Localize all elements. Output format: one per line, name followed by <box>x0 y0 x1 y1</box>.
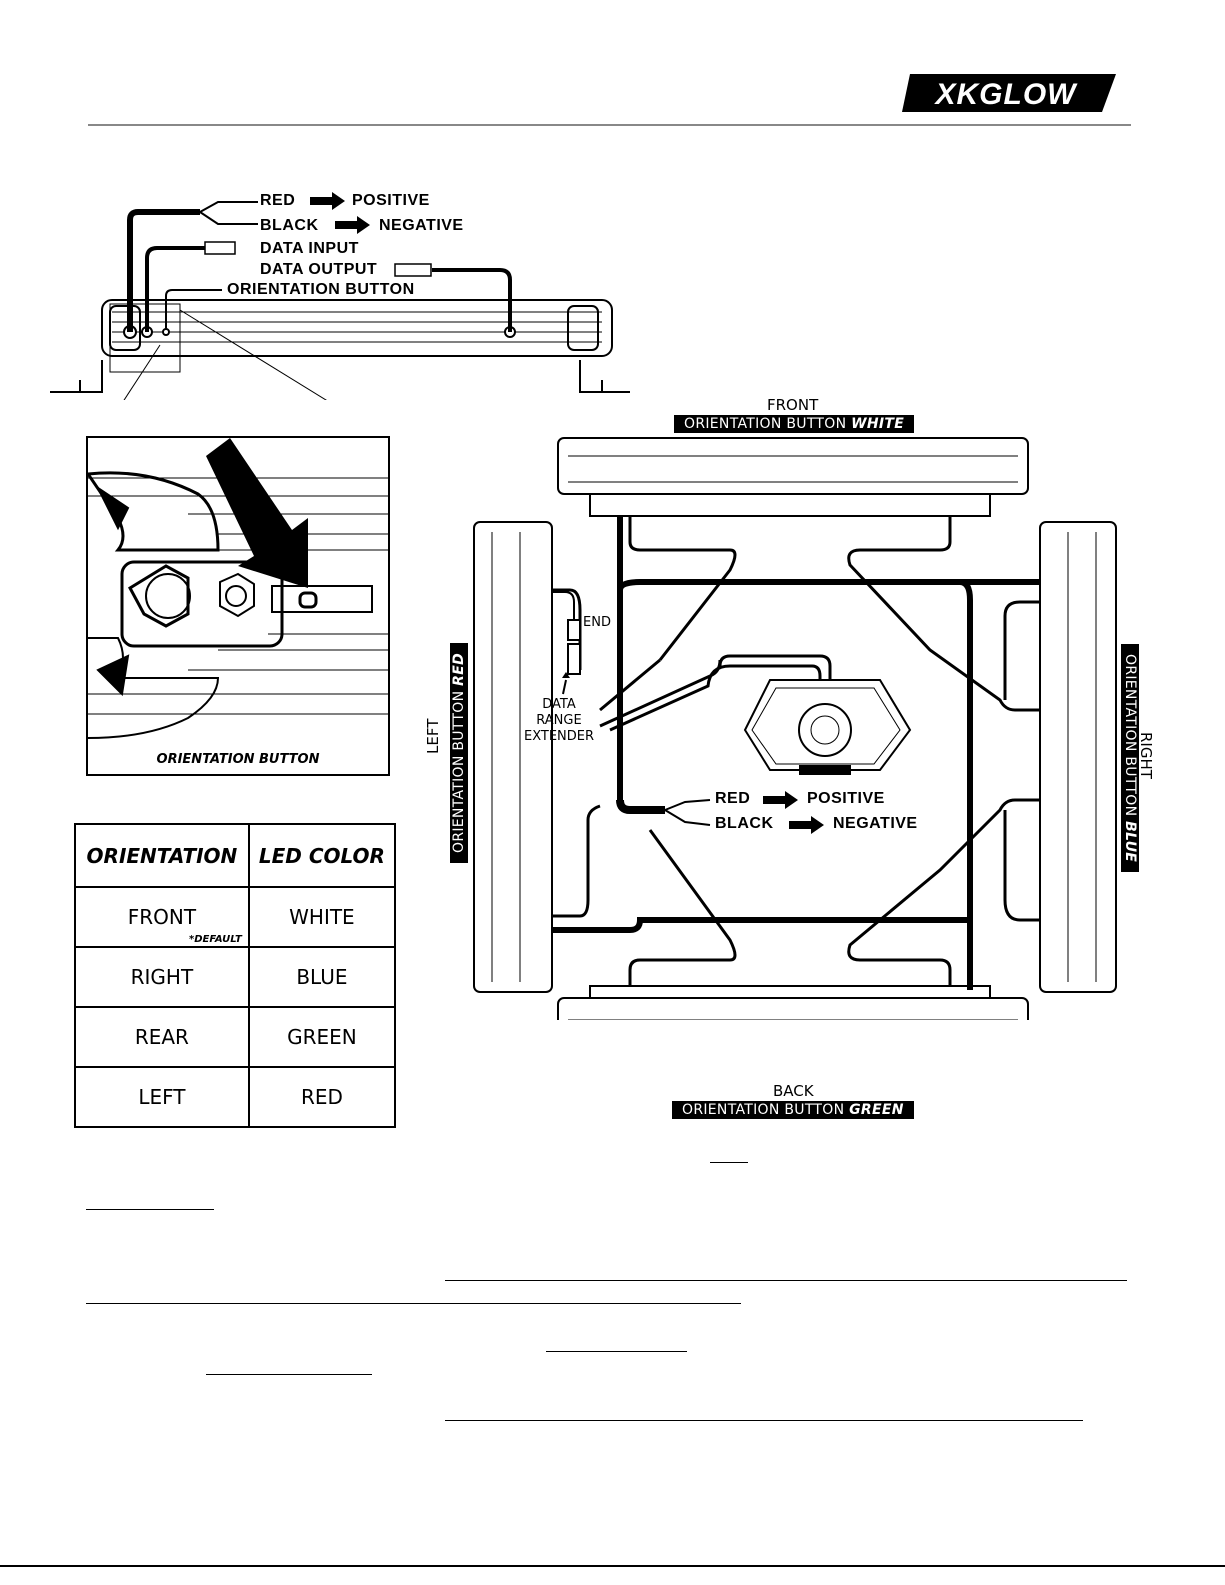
extender-label: DATA RANGE EXTENDER <box>522 697 596 745</box>
left-orientation-caption: ORIENTATION BUTTON RED <box>450 642 468 863</box>
default-note: *DEFAULT <box>188 934 242 945</box>
data-input-label: DATA INPUT <box>260 240 359 257</box>
top-red-label: RED <box>260 192 296 209</box>
text-underline <box>445 1420 1083 1421</box>
color-value: WHITE <box>247 886 397 948</box>
right-orientation-caption: ORIENTATION BUTTON BLUE <box>1121 644 1139 873</box>
zoom-illustration <box>88 438 388 739</box>
controller-unit <box>743 679 912 775</box>
zoom-caption: ORIENTATION BUTTON <box>156 752 320 767</box>
layout-black-wire <box>664 809 711 826</box>
back-button-text: ORIENTATION BUTTON <box>682 1102 845 1118</box>
text-underline <box>86 1303 741 1304</box>
top-positive-label: POSITIVE <box>352 192 430 209</box>
extender-pointer-arrowhead <box>562 672 570 678</box>
header-led-color: LED COLOR <box>247 823 397 888</box>
negative-arrow-icon <box>335 216 370 234</box>
layout-negative-label: NEGATIVE <box>833 815 918 832</box>
zoom-leader-left <box>123 344 161 400</box>
right-button-text: ORIENTATION BUTTON <box>1122 654 1138 817</box>
layout-red-wire <box>664 799 711 811</box>
front-orientation-caption: ORIENTATION BUTTON WHITE <box>674 415 915 433</box>
front-title: FRONT <box>767 396 819 414</box>
right-color-word: BLUE <box>1122 821 1138 863</box>
brand-logo: XKGLOW <box>902 74 1116 112</box>
left-color-word: RED <box>451 652 467 686</box>
data-output-label: DATA OUTPUT <box>260 261 378 278</box>
footer-rule <box>0 1565 1225 1567</box>
text-underline <box>546 1351 687 1352</box>
layout-positive-arrow-icon <box>763 791 798 809</box>
front-button-text: ORIENTATION BUTTON <box>684 416 847 432</box>
orientation-value: RIGHT <box>74 946 250 1008</box>
left-button-text: ORIENTATION BUTTON <box>451 690 467 853</box>
orientation-table: ORIENTATION LED COLOR FRONT *DEFAULT WHIT… <box>74 823 397 1128</box>
left-title: LEFT <box>424 718 442 754</box>
text-underline <box>445 1280 1127 1281</box>
layout-negative-arrow-icon <box>789 816 824 834</box>
right-lightbar <box>1039 521 1117 993</box>
black-wire <box>199 211 258 225</box>
table-header-row: ORIENTATION LED COLOR <box>74 823 397 888</box>
right-caption-group: RIGHT <box>1137 732 1155 779</box>
power-cable <box>127 209 200 332</box>
lightbar-body <box>50 299 630 393</box>
color-value: GREEN <box>247 1006 397 1068</box>
layout-red-label: RED <box>715 790 751 807</box>
extender-label-line: DATA <box>542 697 576 712</box>
text-underline <box>206 1374 372 1375</box>
extender-label-line: RANGE <box>536 713 582 728</box>
top-black-label: BLACK <box>260 217 319 234</box>
zoom-region-box <box>109 303 181 373</box>
brand-logo-text: XKGLOW <box>934 78 1079 111</box>
front-lightbar <box>557 437 1029 517</box>
data-range-extender <box>552 591 581 675</box>
main-power-cable <box>616 799 665 814</box>
back-title: BACK <box>773 1082 814 1100</box>
header-rule <box>88 124 1131 126</box>
red-wire <box>199 201 258 213</box>
left-lightbar <box>473 521 553 993</box>
right-orientation-caption-wrap: ORIENTATION BUTTON BLUE <box>1121 644 1139 873</box>
orientation-value: FRONT <box>127 905 197 929</box>
orientation-value: REAR <box>74 1006 250 1068</box>
text-underline <box>710 1162 748 1163</box>
lightbar-wiring-diagram <box>50 192 630 400</box>
zoom-leader-right <box>179 309 327 400</box>
orientation-button-label: ORIENTATION BUTTON <box>227 281 415 298</box>
table-row: FRONT *DEFAULT WHITE <box>74 886 397 948</box>
end-label: END <box>583 615 611 630</box>
orientation-value: LEFT <box>74 1066 250 1128</box>
table-row: RIGHT BLUE <box>74 946 397 1008</box>
data-output-cable <box>432 268 512 332</box>
back-color-word: GREEN <box>849 1102 904 1118</box>
front-color-word: WHITE <box>851 416 905 432</box>
top-negative-label: NEGATIVE <box>379 217 464 234</box>
orientation-button-leader <box>165 289 222 330</box>
positive-arrow-icon <box>310 192 345 210</box>
extender-label-line: EXTENDER <box>523 729 595 744</box>
pointer-arrow-icon <box>206 438 308 588</box>
four-bar-layout-diagram <box>473 437 1117 1020</box>
header-orientation: ORIENTATION <box>74 823 250 888</box>
data-output-connector-icon <box>394 263 432 277</box>
back-orientation-caption: ORIENTATION BUTTON GREEN <box>672 1101 914 1119</box>
color-value: BLUE <box>247 946 397 1008</box>
data-input-cable <box>145 246 205 332</box>
table-row: REAR GREEN <box>74 1006 397 1068</box>
orientation-button-zoom: ORIENTATION BUTTON <box>86 436 390 776</box>
back-lightbar <box>557 985 1029 1020</box>
table-cell: FRONT *DEFAULT <box>74 886 250 948</box>
color-value: RED <box>247 1066 397 1128</box>
layout-positive-label: POSITIVE <box>807 790 885 807</box>
data-input-connector-icon <box>204 241 236 255</box>
left-orientation-caption-wrap: ORIENTATION BUTTON RED <box>450 642 468 863</box>
table-row: LEFT RED <box>74 1066 397 1128</box>
extender-pointer <box>562 679 567 695</box>
right-title: RIGHT <box>1137 732 1155 779</box>
layout-black-label: BLACK <box>715 815 774 832</box>
text-underline <box>86 1209 214 1210</box>
